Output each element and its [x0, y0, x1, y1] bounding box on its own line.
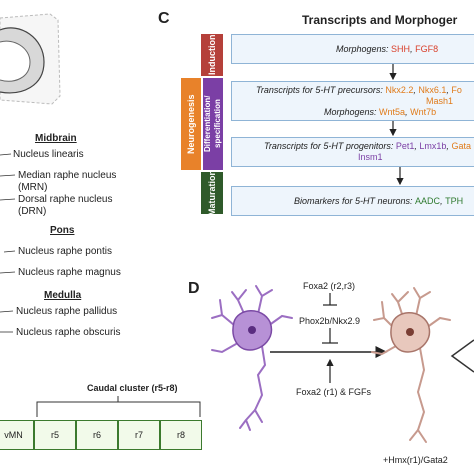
phox2b-nkx29-label: Phox2b/Nkx2.9: [299, 316, 361, 326]
gene-pet1: Pet1: [395, 141, 415, 151]
maturation-box: Biomarkers for 5-HT neurons: AADC, TPH: [231, 186, 474, 216]
segment-vmn: vMN: [0, 420, 34, 450]
nucleus-raphe-pallidus: Nucleus raphe pallidus: [16, 306, 118, 317]
gene-shh: SHH: [391, 44, 411, 54]
gene-tph: TPH: [445, 196, 464, 206]
segment-r5: r5: [34, 420, 76, 450]
caudal-cluster-label: Caudal cluster (r5-r8): [87, 383, 178, 393]
induction-box: Morphogens: SHH, FGF8: [231, 34, 474, 64]
nucleus-raphe-magnus: Nucleus raphe magnus: [18, 267, 121, 278]
flow-arrows: [389, 64, 404, 186]
hmx-gata2-label: +Hmx(r1)/Gata2: [383, 455, 448, 465]
pons-heading: Pons: [50, 225, 75, 236]
caudal-bracket: [36, 396, 201, 417]
median-raphe-nucleus: Median raphe nucleus: [18, 170, 117, 181]
brainstem-outline: [0, 13, 61, 105]
gene-mash1: Mash1: [426, 96, 454, 106]
nucleus-raphe-obscuris: Nucleus raphe obscuris: [16, 327, 121, 338]
pink-neuron: [371, 287, 451, 443]
progenitors-box: Transcripts for 5-HT progenitors: Pet1, …: [231, 137, 474, 167]
segment-r8: r8: [160, 420, 202, 450]
panel-c-letter: C: [158, 10, 170, 27]
gene-lmx1b: Lmx1b: [419, 141, 447, 151]
pointer-lines: [0, 153, 16, 333]
gene-wnt7b: Wnt7b: [410, 107, 437, 117]
medulla-heading: Medulla: [44, 290, 82, 301]
panel-d-letter: D: [188, 280, 200, 297]
gene-aadc: AADC: [415, 196, 441, 206]
nucleus-raphe-pontis: Nucleus raphe pontis: [18, 246, 112, 257]
segment-r6: r6: [76, 420, 118, 450]
gene-wnt5a: Wnt5a: [379, 107, 406, 117]
gene-nkx61: Nkx6.1: [418, 85, 447, 95]
foxa2-r2-r3-label: Foxa2 (r2,r3): [303, 281, 356, 291]
nucleus-linearis: Nucleus linearis: [13, 149, 84, 160]
gene-insm1: Insm1: [358, 152, 383, 162]
mrn-abbrev: (MRN): [18, 182, 48, 193]
gene-nkx22: Nkx2.2: [385, 85, 414, 95]
purple-neuron: [211, 285, 293, 431]
panel-c-title: Transcripts and Morphoger: [302, 13, 458, 27]
dorsal-raphe-nucleus: Dorsal raphe nucleus: [18, 194, 113, 205]
midbrain-heading: Midbrain: [35, 133, 77, 144]
gene-fgf8: FGF8: [415, 44, 439, 54]
precursors-box: Transcripts for 5-HT precursors: Nkx2.2,…: [231, 81, 474, 121]
foxa2-r1-fgfs-label: Foxa2 (r1) & FGFs: [296, 387, 372, 397]
segment-r7: r7: [118, 420, 160, 450]
drn-abbrev: (DRN): [18, 206, 47, 217]
